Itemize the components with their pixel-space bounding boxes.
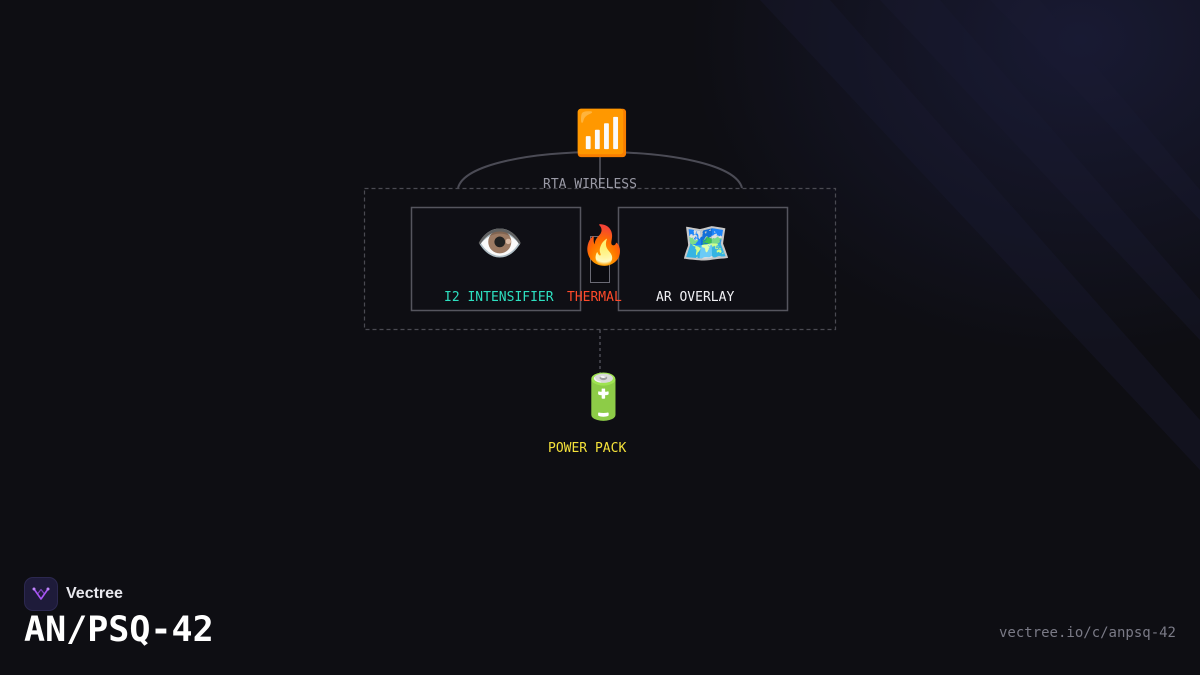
intensifier-label: I2 INTENSIFIER	[444, 290, 554, 305]
overlay-module-box	[617, 206, 789, 312]
power-label: POWER PACK	[548, 441, 627, 456]
headband-arc	[457, 151, 743, 189]
brand-name: Vectree	[66, 585, 123, 602]
wireless-label: RTA WIRELESS	[543, 177, 637, 192]
battery-icon: 🔋	[576, 372, 631, 423]
intensifier-module-box	[410, 206, 582, 312]
product-url[interactable]: vectree.io/c/anpsq-42	[998, 625, 1176, 641]
map-icon: 🗺️	[681, 221, 731, 267]
eye-icon: 👁️	[476, 221, 524, 265]
vectree-logo-icon	[24, 577, 58, 611]
product-title: AN/PSQ-42	[24, 610, 214, 650]
overlay-label: AR OVERLAY	[656, 290, 735, 305]
housing-outline	[363, 187, 837, 331]
thermal-slot	[590, 236, 610, 283]
brand: Vectree	[24, 577, 123, 611]
signal-bars-icon: 📶	[574, 108, 630, 159]
fire-icon: 🔥	[580, 223, 628, 267]
thermal-label: THERMAL	[567, 290, 622, 305]
